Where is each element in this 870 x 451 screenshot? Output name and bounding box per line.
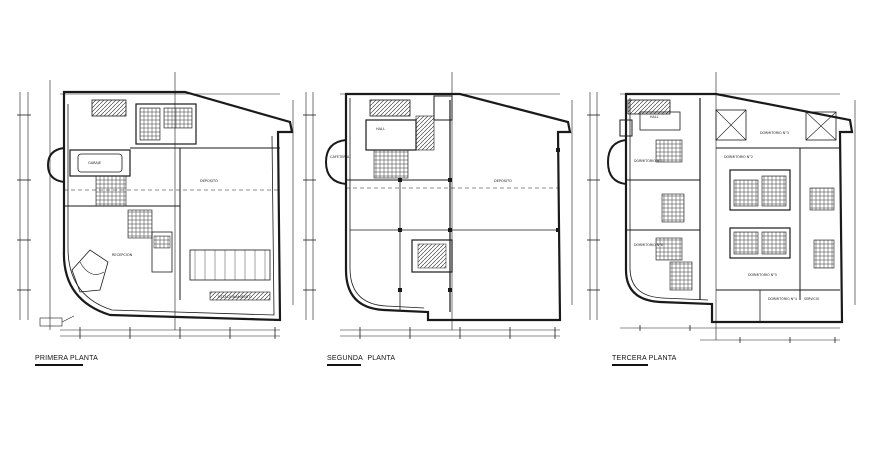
svg-text:DORMITORIO N°3: DORMITORIO N°3 — [760, 131, 789, 135]
caption-underline-primera — [35, 364, 83, 366]
svg-text:DORMITORIO N°1: DORMITORIO N°1 — [634, 159, 663, 163]
plan-tercera: DORMITORIO N°3 DORMITORIO N°1 DORMITORIO… — [587, 72, 856, 343]
caption-underline-segunda — [327, 364, 361, 366]
dimension-lines-primera — [19, 72, 294, 337]
svg-text:ESTACIONAMIENTO: ESTACIONAMIENTO — [218, 295, 252, 299]
svg-text:SERVICIO: SERVICIO — [804, 297, 820, 301]
caption-segunda-part1: SEGUNDA — [327, 355, 364, 362]
svg-text:DEPOSITO: DEPOSITO — [494, 179, 512, 183]
caption-primera: PRIMERA PLANTA — [35, 355, 98, 362]
caption-segunda-part2: PLANTA — [367, 355, 396, 362]
caption-underline-tercera — [612, 364, 648, 366]
plan-primera: DEPOSITO GARAJE RECEPCION ESTACIONAMIENT… — [17, 72, 294, 339]
svg-text:DORMITORIO N°5: DORMITORIO N°5 — [748, 273, 777, 277]
svg-text:CAFETERIA: CAFETERIA — [330, 155, 350, 159]
svg-text:DEPOSITO: DEPOSITO — [200, 179, 218, 183]
svg-text:DORMITORIO N°2: DORMITORIO N°2 — [724, 155, 753, 159]
caption-segunda: SEGUNDA PLANTA — [327, 355, 395, 362]
svg-text:DORMITORIO N°4: DORMITORIO N°4 — [768, 297, 797, 301]
caption-tercera: TERCERA PLANTA — [612, 355, 677, 362]
svg-text:DORMITORIO N°6: DORMITORIO N°6 — [634, 243, 663, 247]
svg-text:HALL: HALL — [376, 127, 385, 131]
svg-text:RECEPCION: RECEPCION — [112, 253, 133, 257]
svg-text:GARAJE: GARAJE — [88, 161, 101, 165]
svg-text:HALL: HALL — [650, 115, 659, 119]
plan-segunda: DEPOSITO HALL CAFETERIA — [303, 72, 573, 339]
